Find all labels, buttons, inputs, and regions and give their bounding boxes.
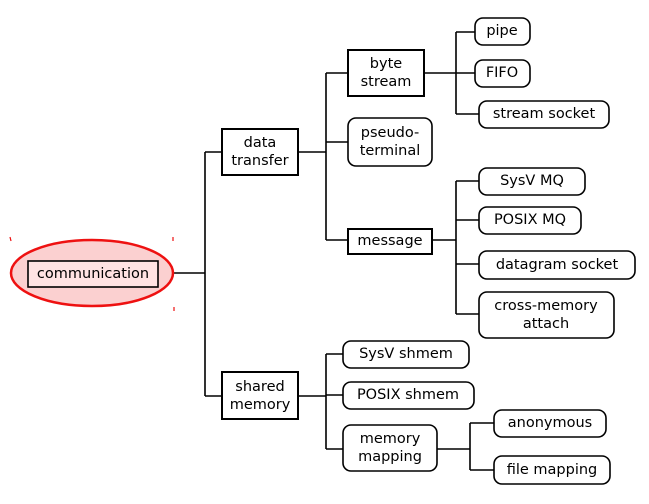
node-pipe-label: pipe: [486, 23, 517, 39]
node-message: message: [347, 228, 433, 255]
label-line: cross-memory: [494, 298, 598, 314]
edge-shared-memory: [298, 353, 343, 450]
edge-message: [432, 180, 479, 315]
node-datagram-socket: datagram socket: [478, 250, 636, 280]
label-line: message: [357, 233, 422, 249]
node-memory-mapping-label: memory mapping: [358, 431, 422, 465]
node-file-mapping: file mapping: [493, 455, 611, 485]
label-line: transfer: [231, 153, 288, 169]
node-sysv-mq-label: SysV MQ: [500, 173, 564, 189]
node-sysv-shmem: SysV shmem: [342, 340, 470, 369]
node-pseudo-terminal: pseudo-terminal: [347, 117, 433, 167]
node-datagram-socket-label: datagram socket: [496, 257, 619, 273]
label-line: pipe: [486, 23, 517, 39]
root-box: [27, 260, 159, 288]
label-line: anonymous: [508, 415, 592, 431]
label-line: byte: [370, 56, 402, 72]
node-pseudo-terminal-label: pseudo-terminal: [360, 125, 421, 159]
label-line: attach: [523, 316, 569, 332]
node-fifo: FIFO: [474, 59, 531, 88]
node-posix-mq-label: POSIX MQ: [494, 212, 566, 228]
edge-data-transfer: [298, 72, 348, 241]
node-shared-memory-label: shared memory: [230, 379, 291, 413]
node-stream-socket: stream socket: [478, 100, 610, 129]
label-line: SysV shmem: [359, 346, 453, 362]
label-line: stream socket: [493, 106, 596, 122]
label-line: communication: [37, 266, 149, 282]
node-sysv-shmem-label: SysV shmem: [359, 346, 453, 362]
node-file-mapping-label: file mapping: [507, 462, 598, 478]
node-sysv-mq: SysV MQ: [478, 167, 586, 196]
node-data-transfer-label: data transfer: [231, 135, 288, 169]
node-pipe: pipe: [474, 17, 531, 46]
label-line: memory: [360, 431, 421, 447]
node-fifo-label: FIFO: [486, 65, 518, 81]
node-cross-memory-attach-label: cross-memory attach: [494, 298, 598, 332]
node-message-label: message: [357, 233, 422, 249]
root-label: communication: [37, 266, 149, 282]
root-node: communication: [9, 236, 175, 311]
node-posix-shmem-label: POSIX shmem: [357, 387, 459, 403]
node-byte-stream-label: byte stream: [361, 56, 412, 90]
edge-root: [174, 151, 222, 397]
label-line: shared: [235, 379, 284, 395]
label-line: FIFO: [486, 65, 518, 81]
node-stream-socket-label: stream socket: [493, 106, 596, 122]
label-line: terminal: [360, 143, 421, 159]
label-line: POSIX shmem: [357, 387, 459, 403]
edge-byte-stream: [424, 31, 479, 115]
node-memory-mapping: memory mapping: [342, 424, 438, 472]
node-anonymous: anonymous: [493, 409, 607, 438]
highlight-tick: [9, 236, 12, 242]
edge-memory-mapping: [437, 422, 494, 471]
node-posix-shmem: POSIX shmem: [342, 381, 475, 410]
node-byte-stream: byte stream: [347, 49, 425, 97]
label-line: file mapping: [507, 462, 598, 478]
node-posix-mq: POSIX MQ: [478, 206, 582, 235]
label-line: datagram socket: [496, 257, 619, 273]
node-shared-memory: shared memory: [221, 371, 299, 420]
connectors: [174, 31, 494, 471]
label-line: SysV MQ: [500, 173, 564, 189]
node-anonymous-label: anonymous: [508, 415, 592, 431]
node-data-transfer: data transfer: [221, 128, 299, 176]
label-line: POSIX MQ: [494, 212, 566, 228]
label-line: mapping: [358, 449, 422, 465]
label-line: memory: [230, 397, 291, 413]
label-line: stream: [361, 74, 412, 90]
node-cross-memory-attach: cross-memory attach: [478, 291, 615, 339]
label-line: pseudo-: [361, 125, 419, 141]
label-line: data: [244, 135, 277, 151]
